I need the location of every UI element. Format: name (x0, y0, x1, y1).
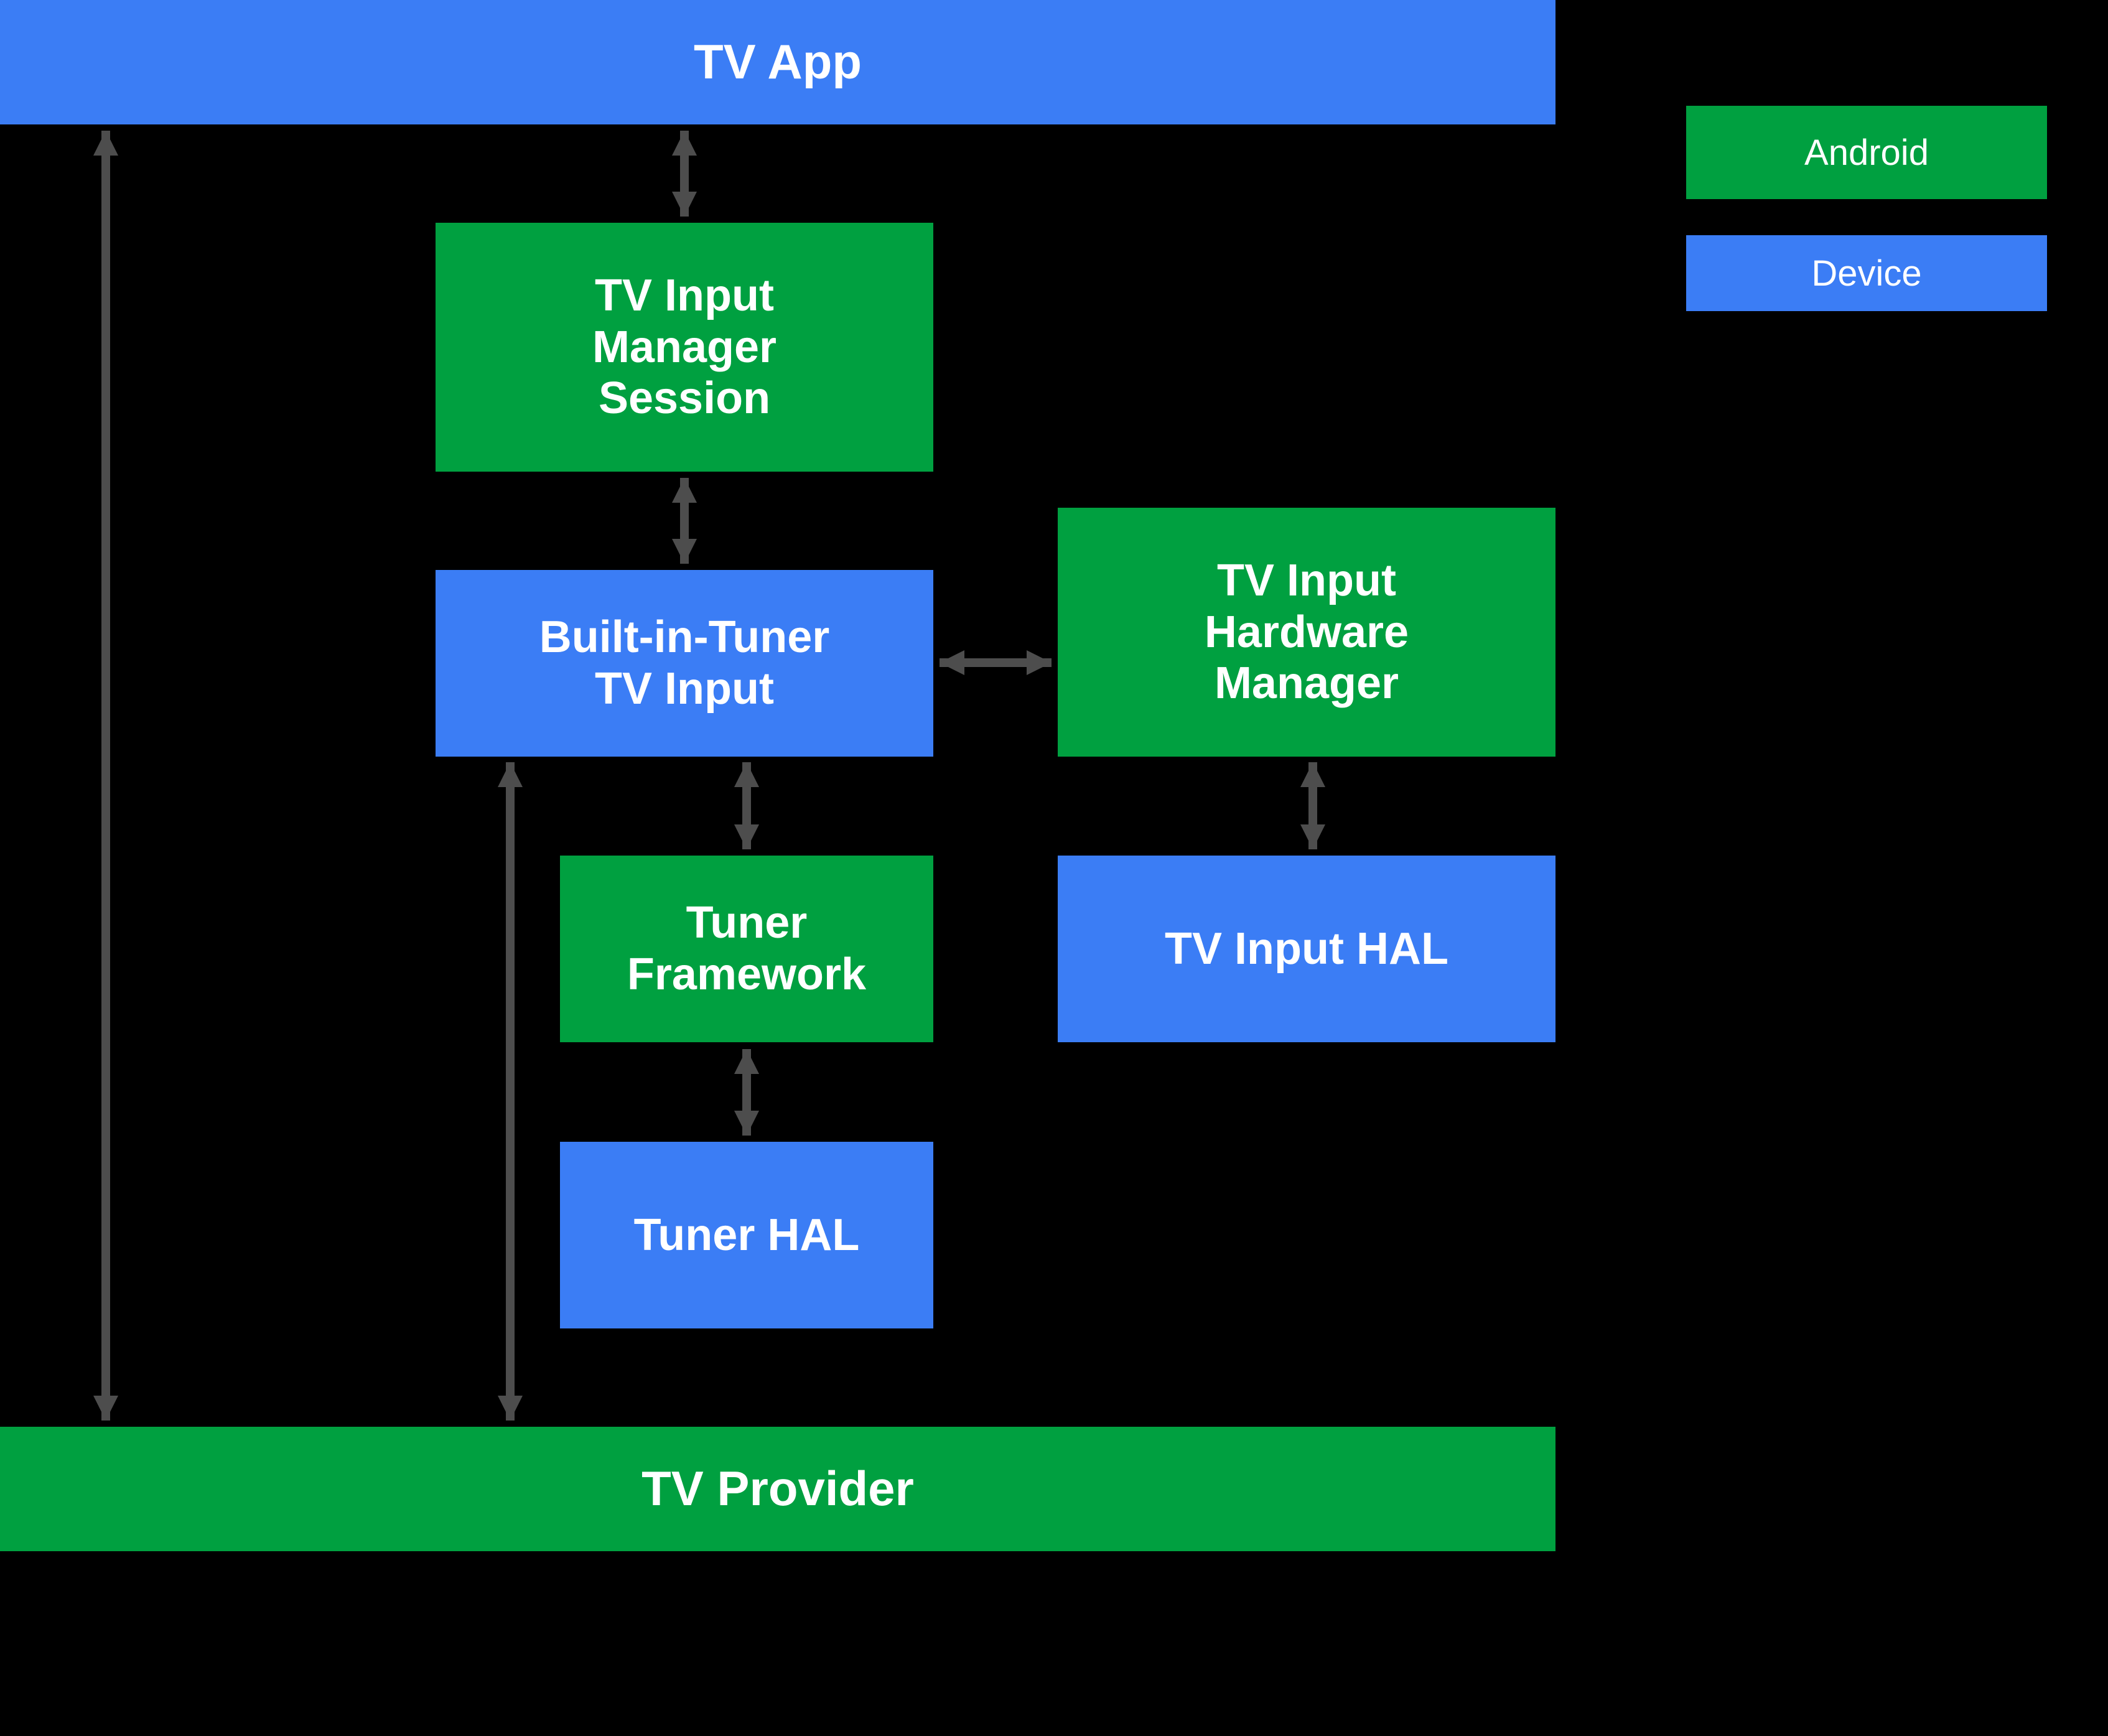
node-tuner-hal[interactable]: Tuner HAL (560, 1142, 933, 1328)
legend-item-device[interactable]: Device (1686, 235, 2047, 311)
node-tuner-framework[interactable]: Tuner Framework (560, 856, 933, 1042)
legend-item-android[interactable]: Android (1686, 106, 2047, 199)
node-tv-provider[interactable]: TV Provider (0, 1427, 1555, 1551)
node-tv-input-hardware-manager[interactable]: TV Input Hardware Manager (1058, 508, 1555, 757)
node-tv-input-manager-session[interactable]: TV Input Manager Session (436, 223, 933, 472)
node-tv-app[interactable]: TV App (0, 0, 1555, 124)
node-tv-input-hal[interactable]: TV Input HAL (1058, 856, 1555, 1042)
node-built-in-tuner-tv-input[interactable]: Built-in-Tuner TV Input (436, 570, 933, 757)
